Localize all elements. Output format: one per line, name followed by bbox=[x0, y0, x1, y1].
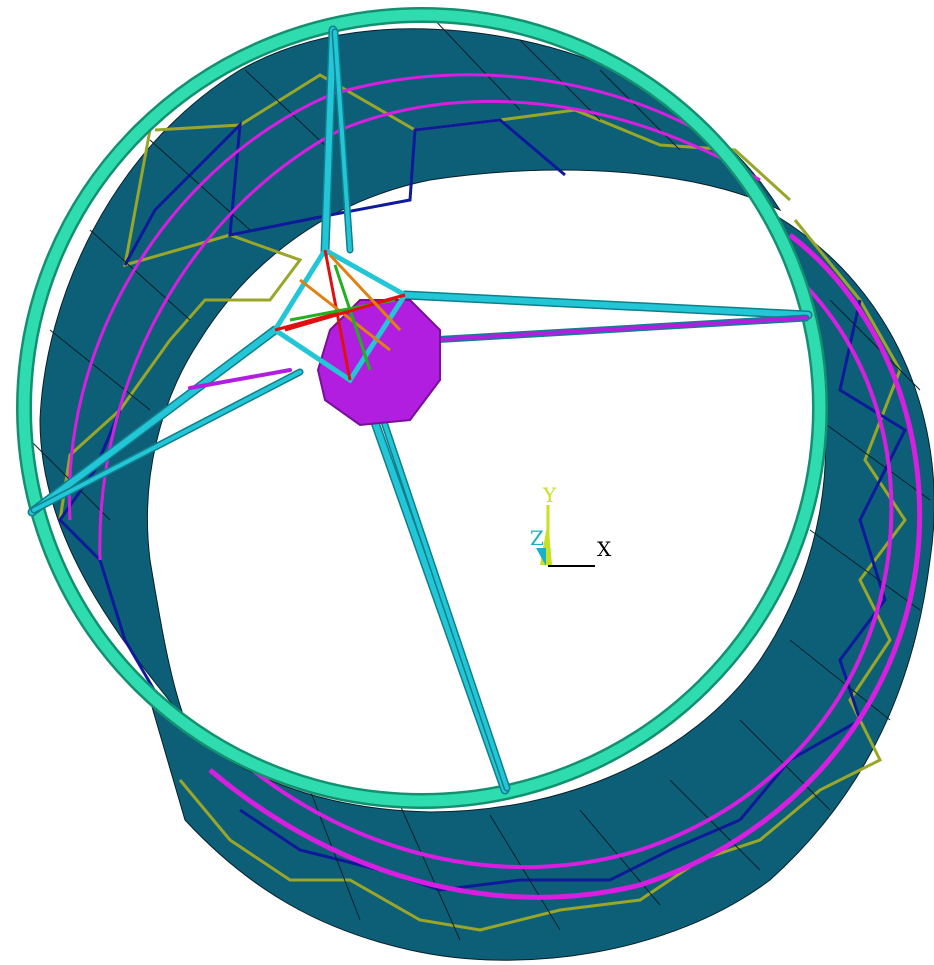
central-hub bbox=[271, 246, 441, 427]
truss-yellow-right bbox=[699, 219, 907, 862]
truss-blue-bottom bbox=[239, 808, 741, 892]
shell-outer-surface bbox=[149, 213, 934, 961]
z-axis-label: Z bbox=[530, 526, 544, 550]
hub-cross-bracing bbox=[274, 249, 406, 381]
strut-left bbox=[27, 325, 304, 517]
strut-top bbox=[320, 25, 354, 257]
magenta-ring-outer bbox=[208, 233, 923, 900]
truss-blue-right bbox=[738, 299, 907, 821]
rim-tube-highlight bbox=[18, 9, 826, 807]
struts bbox=[27, 25, 813, 795]
y-axis-label: Y bbox=[542, 483, 557, 507]
z-axis-wedge bbox=[536, 548, 546, 566]
truss-yellow-left bbox=[58, 129, 303, 521]
front-rim bbox=[16, 7, 828, 809]
axis-triad-icon: Y Z X bbox=[530, 483, 612, 567]
shell-inner-left bbox=[39, 28, 782, 721]
truss-yellow-bottom bbox=[178, 779, 701, 932]
strut-bottom bbox=[355, 375, 511, 795]
x-axis-label: X bbox=[597, 537, 612, 561]
magenta-ring-inner bbox=[67, 73, 731, 521]
strut-right bbox=[400, 290, 813, 344]
magenta-ring-outer-2 bbox=[238, 278, 894, 870]
shell-band bbox=[39, 28, 934, 961]
truss-mesh bbox=[58, 73, 907, 932]
